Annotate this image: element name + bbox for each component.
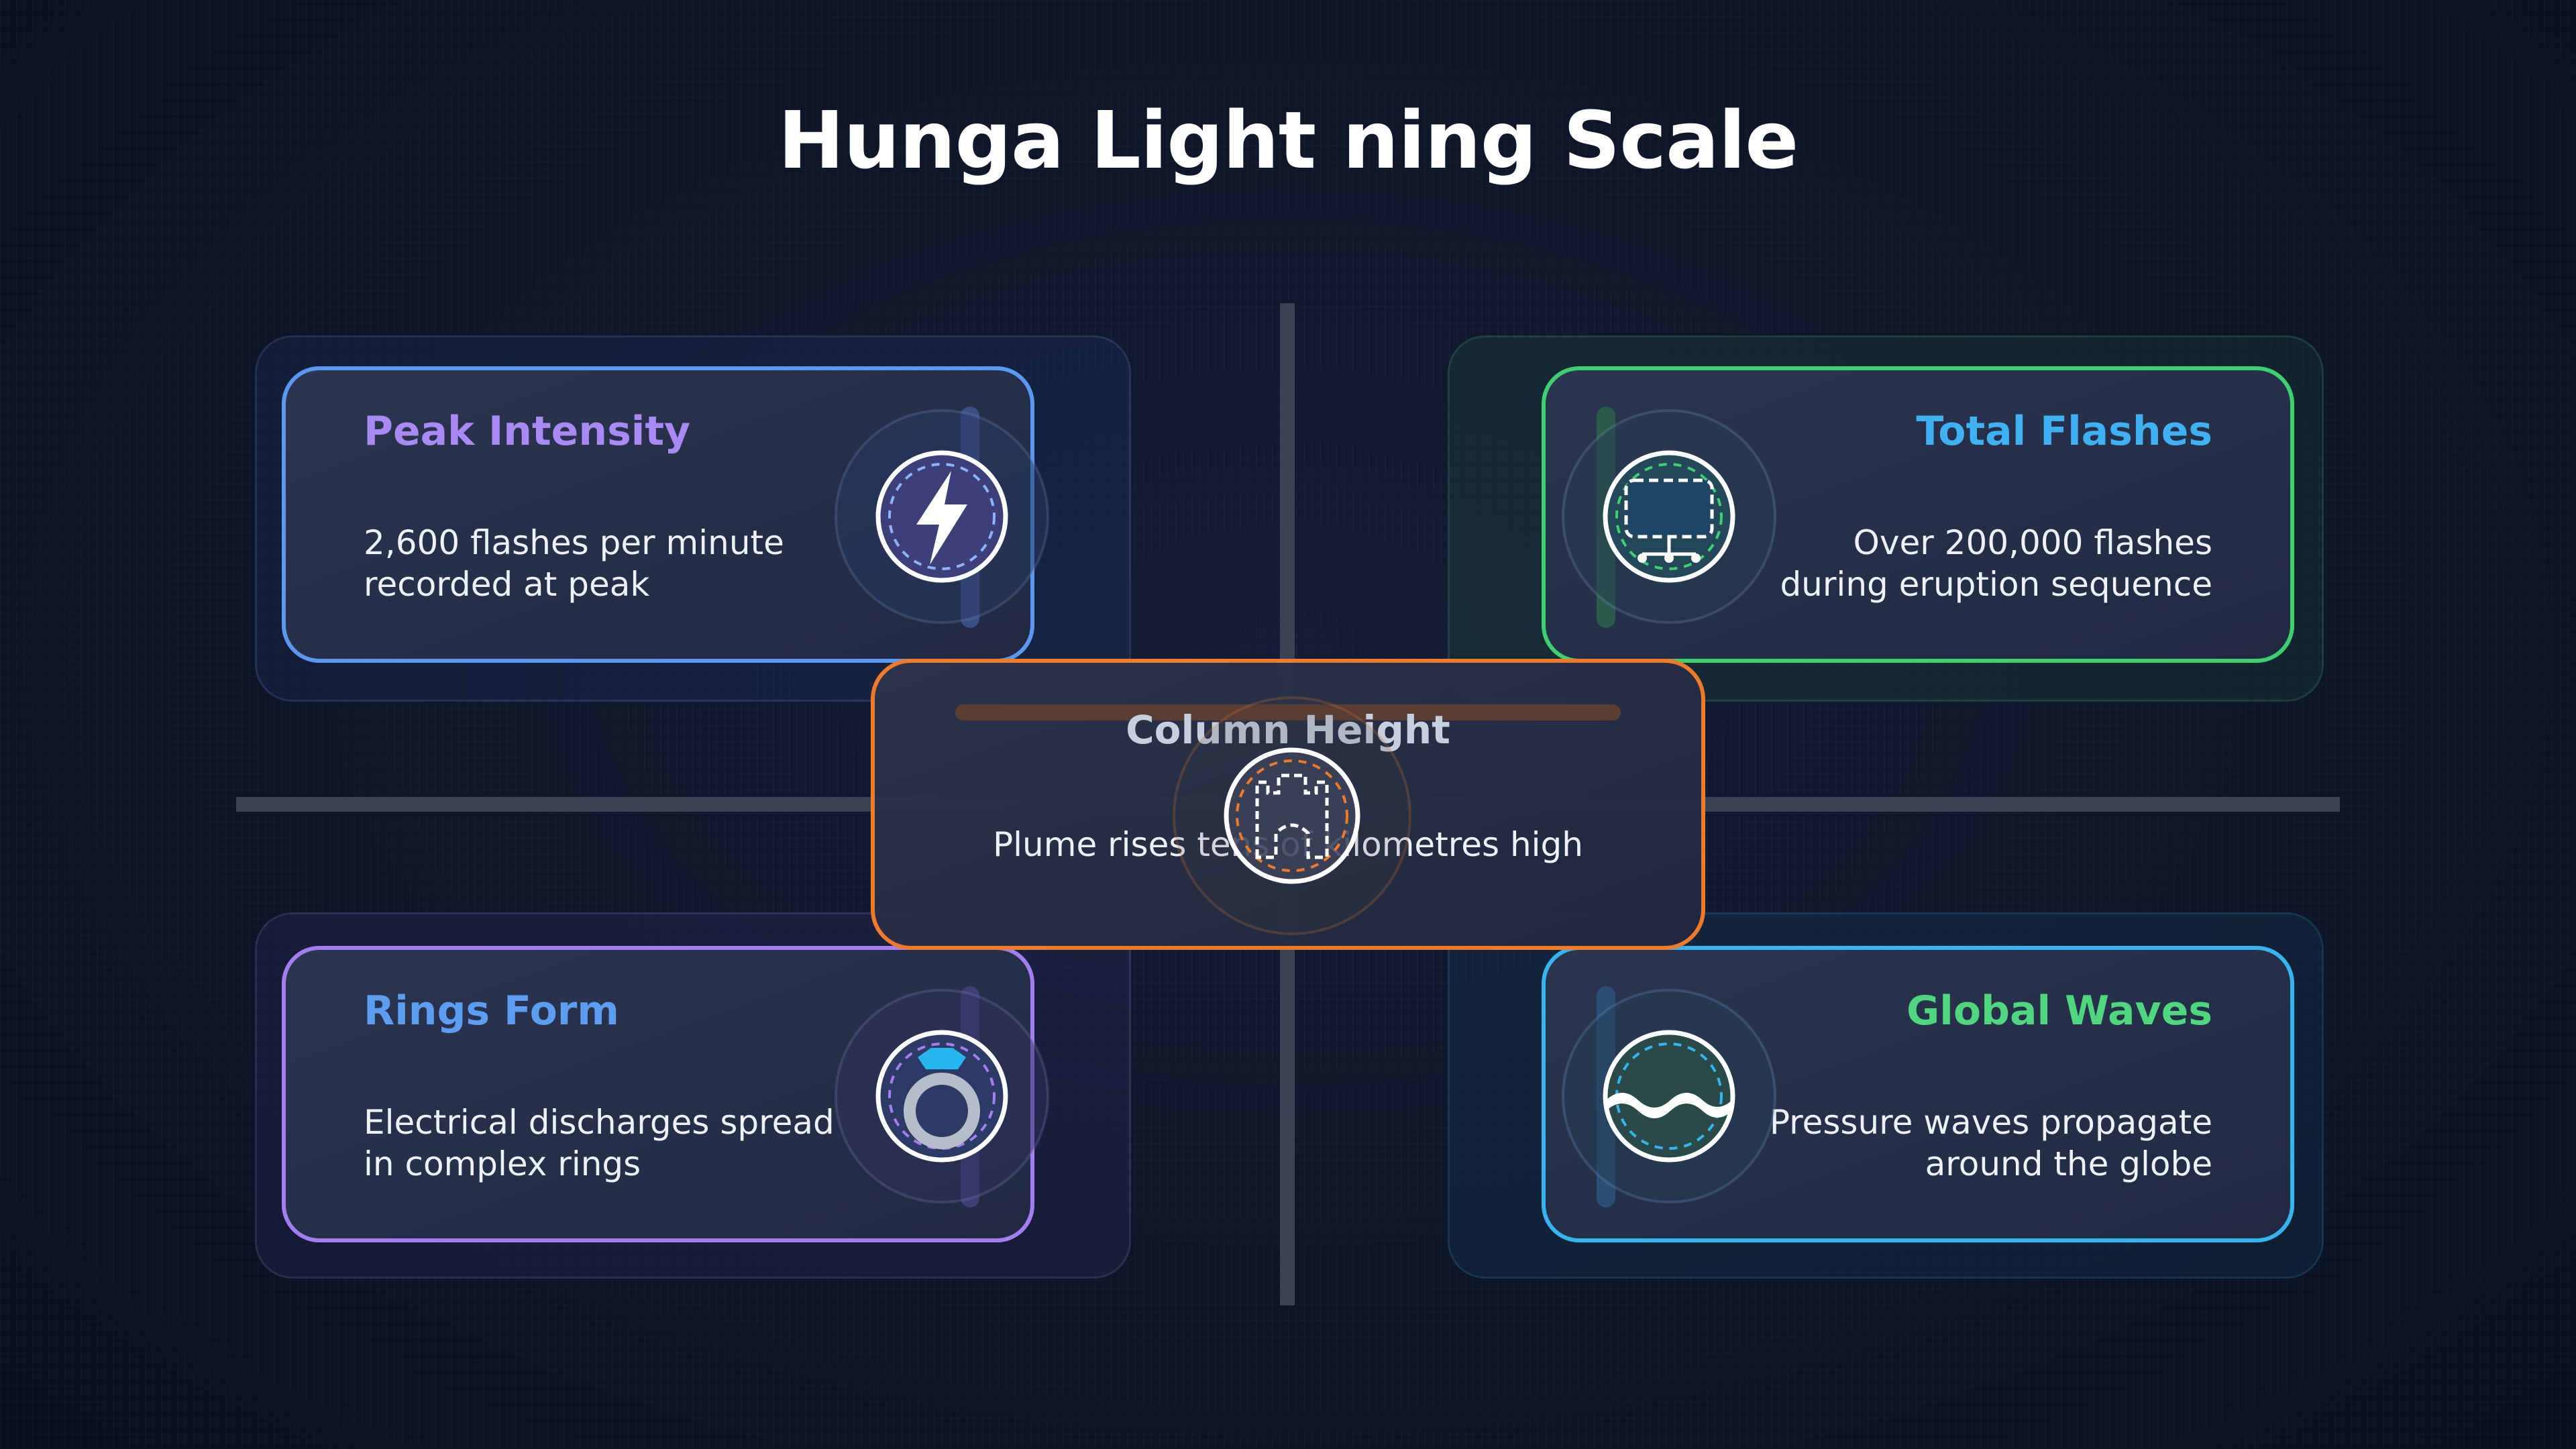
card-column-height[interactable]: Column Height Plume rises tens of kilome…	[871, 659, 1705, 950]
card-title: Peak Intensity	[364, 408, 691, 455]
card-body: Over 200,000 flashes during eruption seq…	[1780, 522, 2212, 605]
card-title: Rings Form	[364, 987, 619, 1034]
card-peak-intensity[interactable]: Peak Intensity 2,600 flashes per minute …	[282, 366, 1049, 663]
card-global-waves[interactable]: Global Waves Pressure waves propagate ar…	[1542, 946, 2294, 1242]
card-body-line: during eruption sequence	[1780, 565, 2212, 604]
tower-icon	[1151, 675, 1433, 957]
page-title: Hunga Light ning Scale	[777, 94, 1799, 186]
wave-icon	[1542, 969, 1796, 1224]
card-title: Column Height	[1126, 707, 1450, 753]
card-body-line: Over 200,000 flashes	[1853, 523, 2213, 562]
lightning-bolt-icon	[814, 389, 1069, 644]
card-body: 2,600 flashes per minute recorded at pea…	[364, 522, 784, 605]
card-body: Pressure waves propagate around the glob…	[1770, 1102, 2212, 1185]
card-body-line: 2,600 flashes per minute	[364, 523, 784, 562]
card-body-line: Pressure waves propagate	[1769, 1103, 2212, 1142]
card-title: Total Flashes	[1916, 408, 2212, 455]
network-device-icon	[1542, 389, 1796, 644]
card-body: Electrical discharges spread in complex …	[364, 1102, 835, 1185]
card-body-line: in complex rings	[364, 1144, 641, 1183]
card-title: Global Waves	[1907, 987, 2212, 1034]
center-accent-bar	[955, 704, 1621, 720]
card-body-line: Electrical discharges spread	[364, 1103, 835, 1142]
card-total-flashes[interactable]: Total Flashes Over 200,000 flashes durin…	[1542, 366, 2294, 663]
card-body-line: recorded at peak	[364, 565, 650, 604]
ring-icon	[814, 969, 1069, 1224]
card-body-line: around the globe	[1925, 1144, 2212, 1183]
card-rings-form[interactable]: Rings Form Electrical discharges spread …	[282, 946, 1049, 1242]
